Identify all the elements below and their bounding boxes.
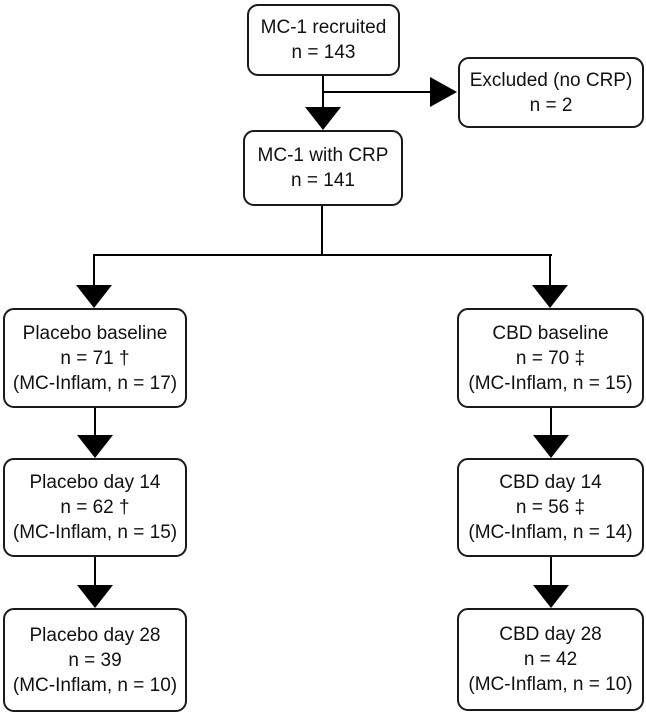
- connector-branch-left-drop: [93, 254, 95, 287]
- node-cbd-baseline-title: CBD baseline: [492, 322, 609, 344]
- connector-withcrp-down: [321, 206, 323, 256]
- node-placebo-day28: Placebo day 28 n = 39 (MC-Inflam, n = 10…: [3, 608, 187, 712]
- node-with-crp-title: MC-1 with CRP: [257, 145, 389, 166]
- node-cbd-day14-title: CBD day 14: [499, 472, 602, 493]
- node-excluded-count: n = 2: [529, 94, 573, 116]
- node-placebo-day14: Placebo day 14 n = 62 † (MC-Inflam, n = …: [3, 458, 187, 557]
- node-recruited-title: MC-1 recruited: [260, 17, 387, 38]
- node-placebo-day28-title: Placebo day 28: [29, 624, 161, 646]
- node-cbd-day14-count: n = 56 ‡: [515, 497, 586, 518]
- arrow-down-into-cbd-day28-icon: [533, 585, 569, 608]
- connector-branch-horizontal: [94, 254, 552, 256]
- connector-cbd-baseline-to-day14: [550, 408, 552, 437]
- node-excluded: Excluded (no CRP) n = 2: [458, 57, 644, 128]
- node-cbd-day28: CBD day 28 n = 42 (MC-Inflam, n = 10): [457, 608, 644, 711]
- node-with-crp-count: n = 141: [291, 170, 355, 191]
- node-placebo-day28-subgroup: (MC-Inflam, n = 10): [12, 674, 178, 696]
- connector-placebo-day14-to-day28: [94, 556, 96, 587]
- node-placebo-baseline: Placebo baseline n = 71 † (MC-Inflam, n …: [3, 308, 187, 408]
- arrow-down-into-placebo-baseline-icon: [76, 285, 112, 308]
- arrow-right-into-excluded-icon: [430, 77, 457, 107]
- connector-to-excluded: [322, 91, 431, 93]
- node-cbd-baseline-subgroup: (MC-Inflam, n = 15): [468, 372, 633, 394]
- arrow-down-into-cbd-day14-icon: [533, 435, 569, 458]
- connector-branch-right-drop: [549, 254, 551, 287]
- arrow-down-into-cbd-baseline-icon: [532, 285, 568, 308]
- node-cbd-day28-title: CBD day 28: [499, 624, 602, 645]
- node-recruited-count: n = 143: [291, 42, 356, 63]
- connector-cbd-day14-to-day28: [550, 556, 552, 587]
- node-placebo-baseline-title: Placebo baseline: [22, 322, 168, 344]
- node-cbd-day28-count: n = 42: [523, 649, 578, 670]
- node-placebo-baseline-count: n = 71 †: [60, 347, 130, 369]
- node-placebo-day28-count: n = 39: [68, 649, 122, 671]
- node-cbd-day14-subgroup: (MC-Inflam, n = 14): [468, 522, 633, 543]
- node-recruited: MC-1 recruited n = 143: [247, 4, 400, 76]
- node-cbd-day28-subgroup: (MC-Inflam, n = 10): [468, 674, 633, 695]
- node-placebo-baseline-subgroup: (MC-Inflam, n = 17): [12, 372, 178, 394]
- node-cbd-day14: CBD day 14 n = 56 ‡ (MC-Inflam, n = 14): [457, 458, 644, 557]
- node-placebo-day14-title: Placebo day 14: [29, 472, 161, 493]
- node-with-crp: MC-1 with CRP n = 141: [243, 130, 403, 206]
- arrow-down-into-placebo-day14-icon: [77, 435, 113, 458]
- node-cbd-baseline-count: n = 70 ‡: [515, 347, 586, 369]
- arrow-down-into-withcrp-icon: [305, 107, 341, 130]
- node-excluded-title: Excluded (no CRP): [469, 69, 633, 91]
- arrow-down-into-placebo-day28-icon: [77, 585, 113, 608]
- node-placebo-day14-subgroup: (MC-Inflam, n = 15): [12, 522, 178, 543]
- node-cbd-baseline: CBD baseline n = 70 ‡ (MC-Inflam, n = 15…: [457, 308, 644, 408]
- node-placebo-day14-count: n = 62 †: [60, 497, 130, 518]
- connector-placebo-baseline-to-day14: [94, 408, 96, 437]
